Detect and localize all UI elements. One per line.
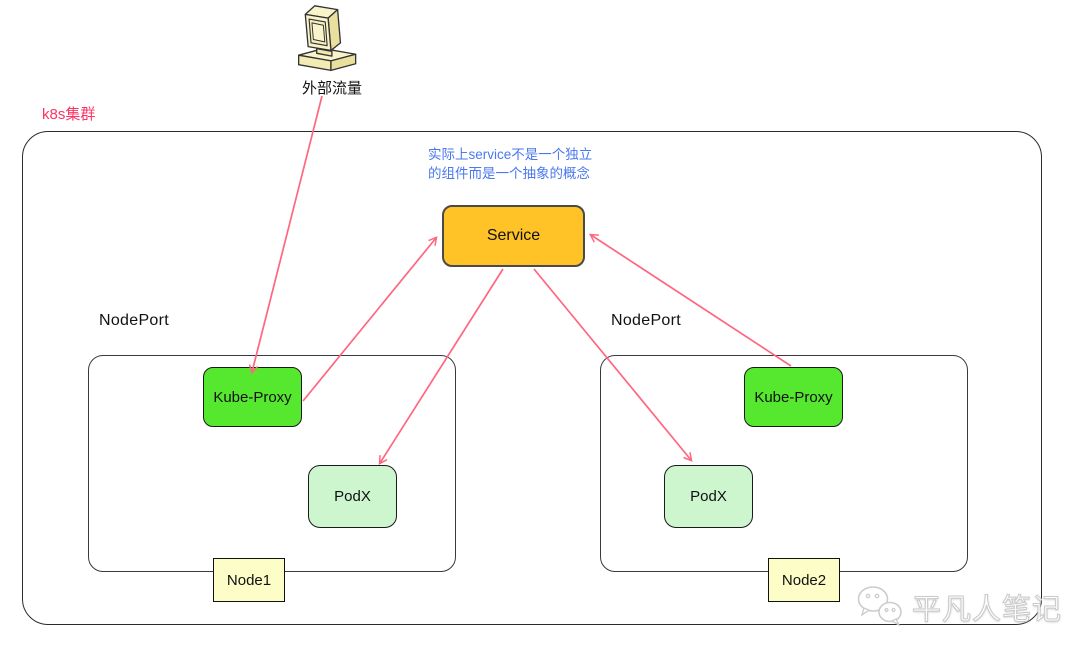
node2-tag: Node2 — [768, 558, 840, 602]
nodeport-label-node2: NodePort — [611, 312, 681, 329]
watermark: 平凡人笔记 — [856, 584, 1062, 630]
service-annotation-line2: 的组件而是一个抽象的概念 — [428, 165, 590, 181]
service-annotation-line1: 实际上service不是一个独立 — [428, 147, 593, 162]
service-node: Service — [442, 205, 585, 267]
node1-podx: PodX — [308, 465, 397, 528]
cluster-label: k8s集群 — [42, 106, 96, 123]
nodeport-label-node1: NodePort — [99, 312, 169, 329]
computer-icon — [297, 5, 357, 72]
node2-kube-proxy: Kube-Proxy — [744, 367, 843, 427]
node2-podx: PodX — [664, 465, 753, 528]
watermark-text: 平凡人笔记 — [911, 594, 1063, 627]
service-annotation: 实际上service不是一个独立 的组件而是一个抽象的概念 — [428, 146, 592, 184]
external-traffic-label: 外部流量 — [301, 80, 362, 97]
wechat-icon — [857, 586, 902, 627]
node1-tag: Node1 — [213, 558, 285, 602]
node1-kube-proxy: Kube-Proxy — [203, 367, 302, 427]
